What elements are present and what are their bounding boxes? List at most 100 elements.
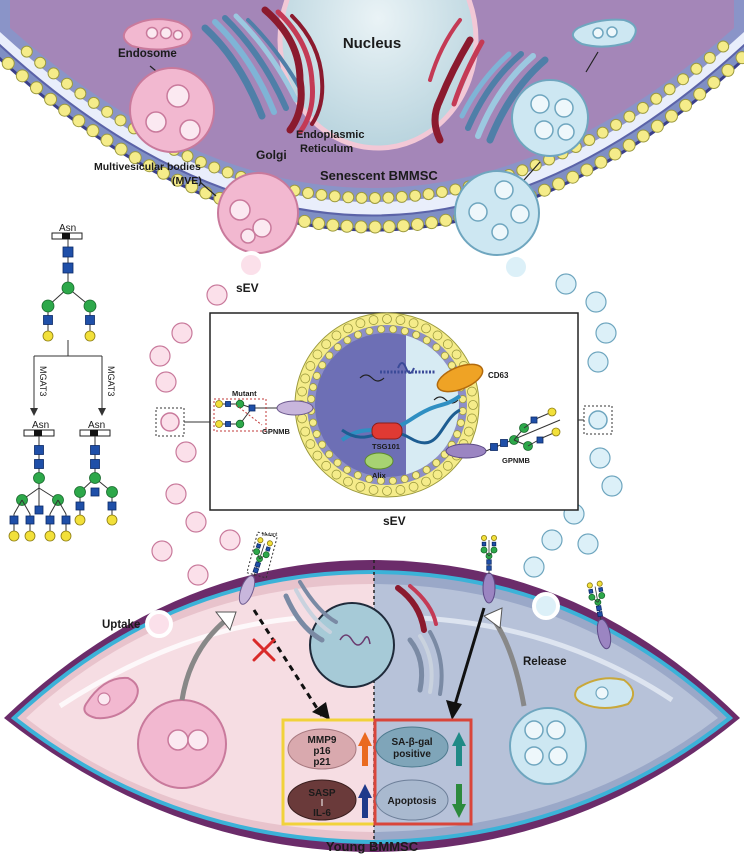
endoplasmic-reticulum-right: [428, 18, 485, 144]
mannose-circle: [235, 419, 245, 429]
mvb-bottom-blue: [509, 707, 587, 785]
lipid-head: [679, 98, 693, 112]
lipid-head: [185, 180, 199, 194]
lipid-head: [321, 460, 332, 471]
lipid-head: [368, 191, 381, 204]
lipid-head: [432, 330, 443, 341]
glcnac-square: [225, 401, 231, 407]
marker-sa-beta-gal-1: SA-β-gal: [391, 737, 432, 748]
sev-blue: [595, 322, 617, 344]
lipid-head: [422, 188, 435, 201]
glcnac-square: [530, 416, 538, 424]
mannose-circle: [61, 281, 75, 295]
sev-blue: [585, 291, 607, 313]
glcnac-square: [252, 566, 260, 574]
lipid-head: [307, 394, 316, 403]
nucleus: [277, 0, 479, 151]
alix-protein: [364, 452, 394, 470]
gpnmb-protein-left: [276, 400, 314, 416]
lipid-head: [421, 476, 431, 487]
marker-p16: p16: [313, 746, 331, 757]
lipid-head: [47, 67, 60, 80]
cd63-protein: [436, 363, 484, 393]
lipid-head: [690, 62, 703, 75]
galactose-circle: [215, 400, 223, 408]
lipid-head: [100, 133, 114, 147]
glcnac-square: [588, 588, 594, 594]
glcnac-square: [481, 541, 487, 547]
glcnac-square: [486, 565, 492, 571]
lipid-head: [693, 87, 707, 101]
endosome-bottom-blue: [574, 677, 635, 709]
endoplasmic-reticulum-left: [261, 6, 325, 135]
mannose-circle: [253, 548, 261, 556]
lipid-head: [583, 134, 596, 147]
endosome-pink: [122, 18, 193, 51]
up-arrow-teal: [452, 732, 466, 766]
young-cell: Uptake Release Mutant MMP9 p16 p21 SASP: [4, 531, 740, 854]
sev-blue: [589, 447, 611, 469]
glcnac-square: [265, 546, 271, 552]
lipid-head: [382, 191, 395, 204]
lipid-head: [58, 103, 72, 117]
lipid-head: [422, 465, 431, 474]
lipid-head: [389, 325, 398, 334]
lipid-head: [650, 119, 664, 133]
lipid-head: [343, 476, 353, 487]
golgi-label: Golgi: [256, 148, 287, 162]
gpnmb-protein-right: [445, 443, 487, 459]
lipid-head: [408, 318, 419, 329]
lipid-head: [333, 343, 342, 352]
lipid-head: [580, 163, 594, 177]
golgi-right: [459, 51, 549, 144]
lipid-head: [365, 474, 374, 483]
lipid-head: [376, 476, 385, 485]
mannose-circle: [83, 299, 97, 313]
sev-blue: [577, 533, 599, 555]
galactose-circle: [266, 540, 273, 547]
lipid-head: [676, 73, 689, 86]
marker-sa-beta-gal: [375, 726, 449, 768]
lipid-head: [333, 458, 342, 467]
lipid-head: [396, 219, 410, 233]
lipid-head: [331, 330, 342, 341]
marker-apoptosis: [375, 779, 449, 821]
lipid-head: [368, 315, 379, 325]
mannose-circle: [74, 486, 86, 498]
lipid-head: [566, 170, 580, 184]
receptor-glycan-mutant: [252, 537, 273, 577]
lipid-head: [529, 159, 542, 172]
lipid-head: [325, 351, 334, 360]
mutant-glycan: [215, 399, 262, 429]
gpnmb-label-left: GPNMB: [262, 427, 291, 436]
er-label-2: Reticulum: [300, 143, 353, 155]
lipid-head: [354, 220, 368, 234]
lipid-head: [355, 318, 366, 329]
sev-blue: [523, 556, 545, 578]
galactose-circle: [8, 530, 20, 542]
receptor-right-a: [482, 572, 496, 604]
mvb-pink-fusing: [217, 172, 299, 254]
galactose-circle: [60, 530, 72, 542]
down-arrow-green: [452, 784, 466, 818]
mannose-circle: [588, 593, 596, 601]
lipid-head: [305, 439, 316, 449]
lipid-head: [382, 314, 392, 324]
gpnmb-glycan-right: [485, 407, 561, 452]
lipid-head: [326, 218, 340, 232]
young-cell-label: Young BMMSC: [326, 839, 419, 854]
lipid-head: [707, 76, 721, 90]
lipid-head: [467, 386, 477, 397]
lipid-head: [537, 183, 551, 197]
lipid-head: [340, 219, 354, 233]
lipid-head: [343, 465, 352, 474]
lipid-head: [318, 440, 327, 449]
er-label-1: Endoplasmic: [296, 129, 364, 141]
glcnac-square: [62, 262, 74, 274]
mvb-label-arrow: [199, 181, 217, 197]
up-arrow-navy: [358, 784, 372, 818]
glcnac-square: [25, 515, 35, 525]
glcnac-square: [595, 605, 602, 612]
lipid-head: [377, 325, 386, 334]
lipid-head: [451, 349, 462, 360]
